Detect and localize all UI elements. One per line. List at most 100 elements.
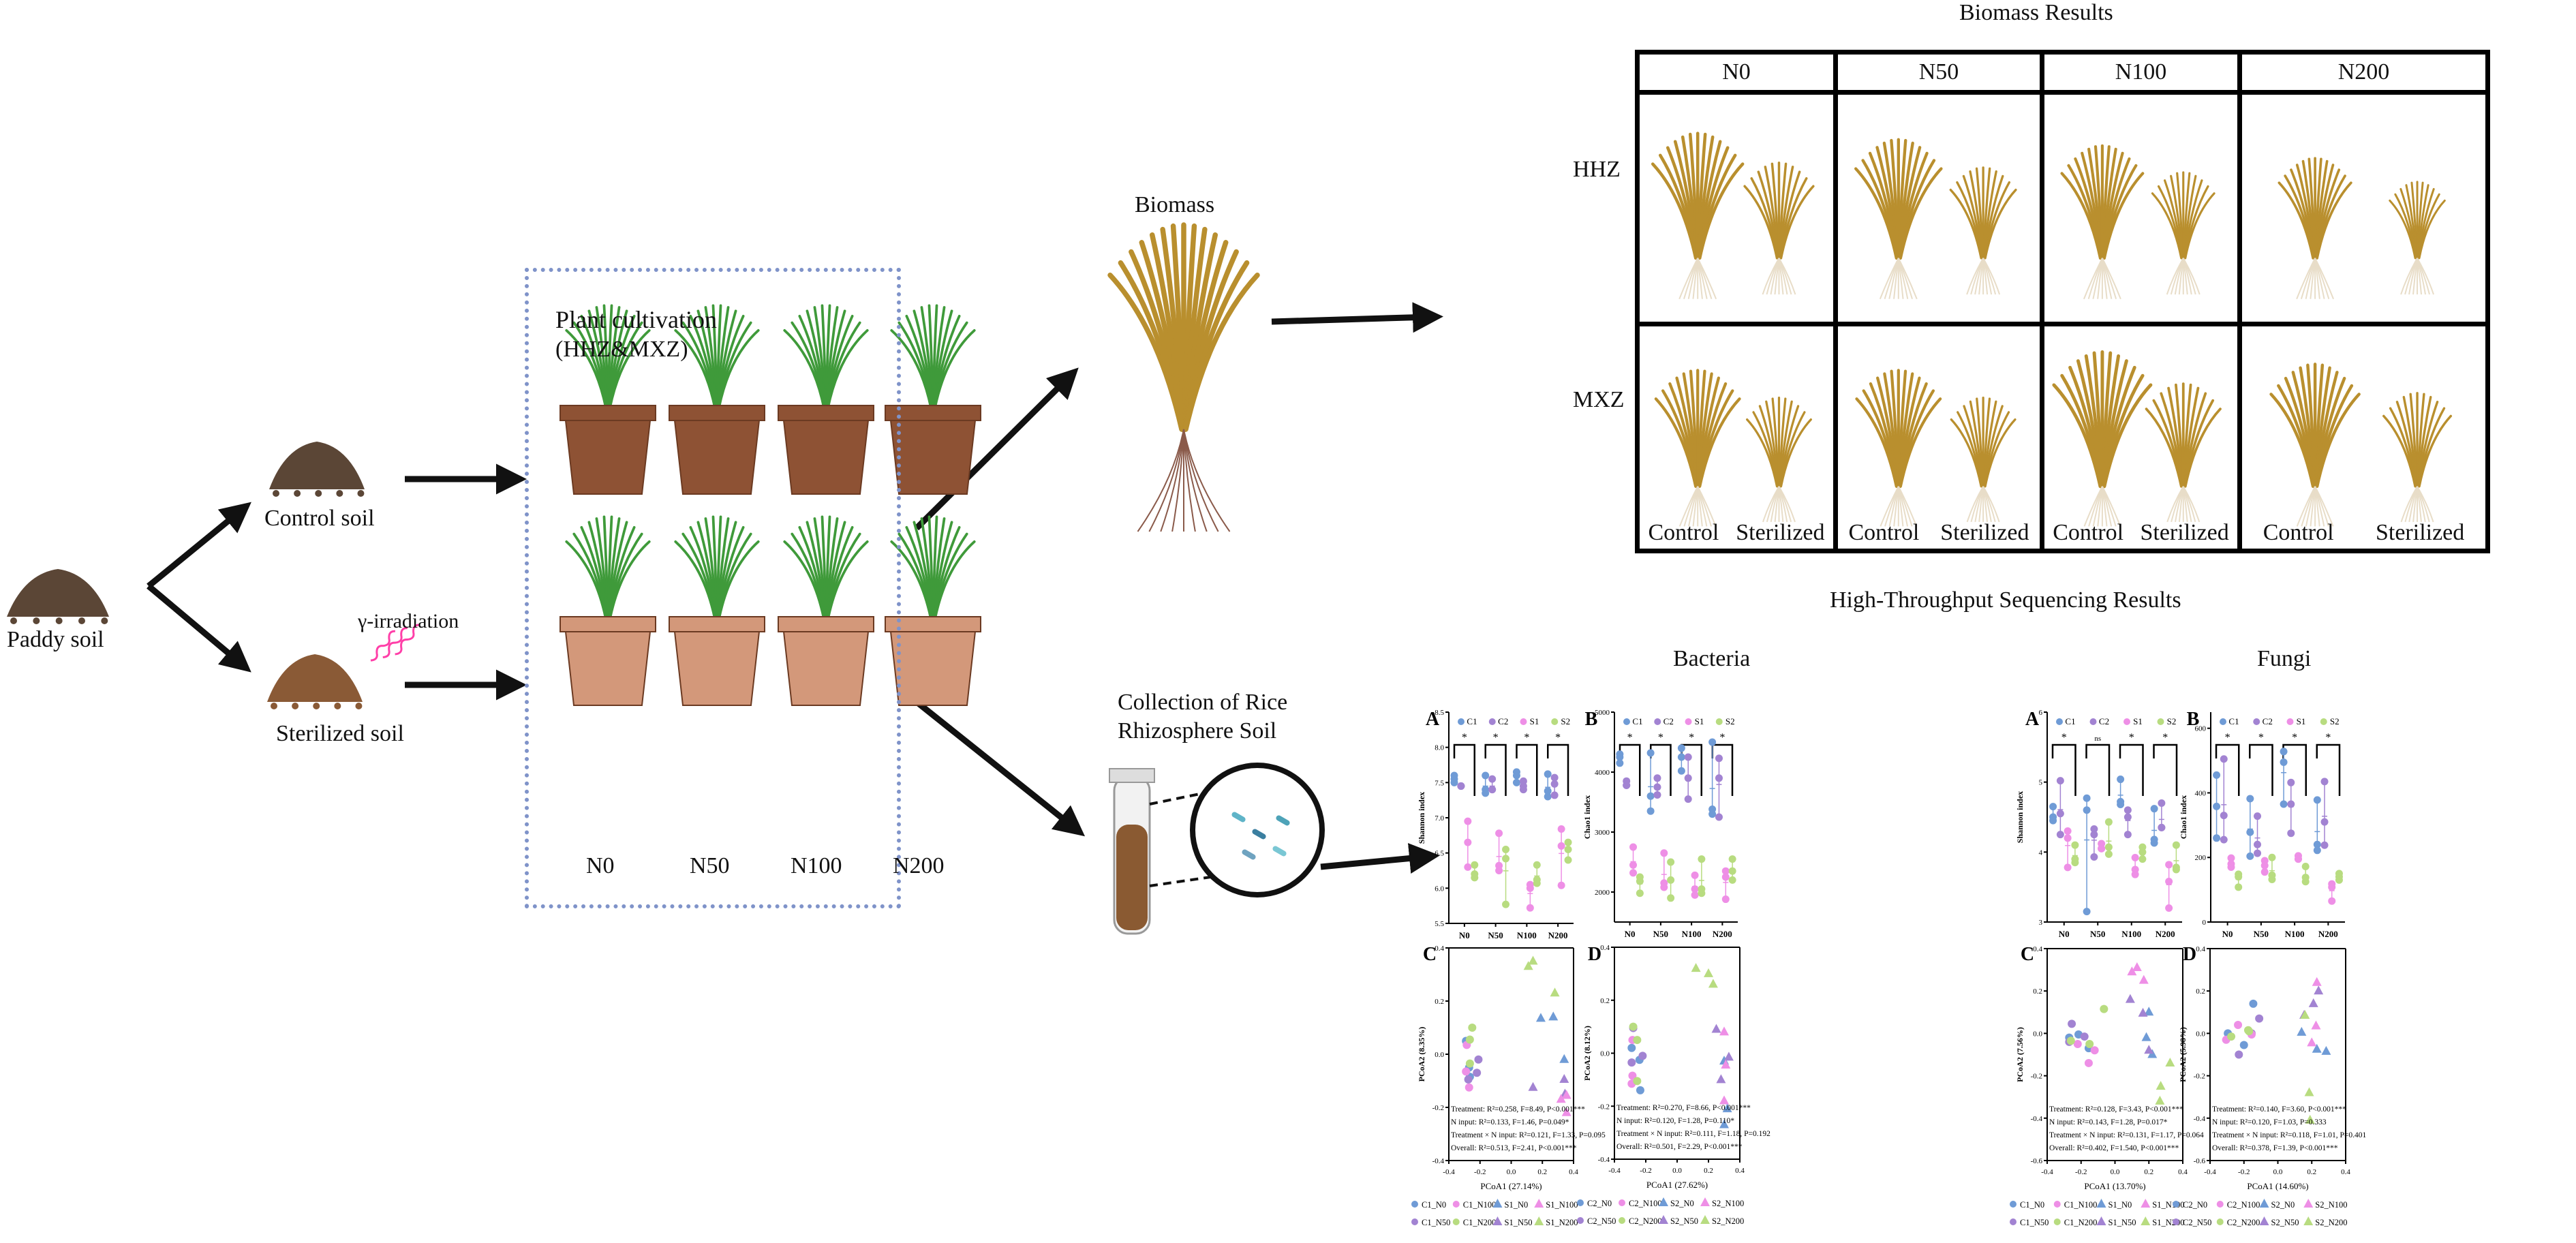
collection-label-line1: Collection of Rice: [1118, 690, 1288, 715]
significance-bracket: [1711, 743, 1734, 796]
data-point-S2_N100: [2311, 1020, 2321, 1030]
sequencing-title: High-Throughput Sequencing Results: [1830, 587, 2181, 613]
data-point: [1691, 871, 1699, 879]
data-point-S2_N0: [1722, 1103, 1732, 1113]
data-point: [1557, 825, 1565, 833]
plant-icon: [783, 515, 869, 620]
y-tick-label: 8.5: [1435, 709, 1444, 717]
legend-label: S2_N100: [2315, 1200, 2347, 1210]
legend-label: S2_N100: [1712, 1199, 1744, 1208]
soil-crumb: [334, 703, 341, 709]
table-header-row: N0 N50 N100 N200: [1635, 50, 2490, 95]
legend-marker: [1659, 1215, 1668, 1224]
root: [2102, 258, 2121, 300]
control-caption: Control: [2053, 520, 2124, 545]
root: [2314, 486, 2334, 527]
y-tick-label: -0.4: [2194, 1115, 2206, 1123]
irradiation-label: γ-irradiation: [358, 610, 459, 632]
y-axis-label: Chao1 index: [1582, 795, 1592, 839]
data-point: [2235, 883, 2243, 891]
x-tick-label: 0.2: [1537, 1168, 1547, 1176]
data-point: [2138, 848, 2147, 856]
data-point: [2165, 877, 2173, 885]
legend-marker: [1577, 1199, 1584, 1206]
data-point-S2_N100: [1719, 1026, 1729, 1036]
soil-crumb: [101, 617, 108, 624]
legend-label: S1_N100: [2152, 1200, 2184, 1210]
data-point-C1_N200: [2100, 1004, 2109, 1013]
data-point-S1_N100: [2132, 962, 2142, 971]
legend-marker: [2056, 718, 2063, 725]
significance-bracket: [2316, 743, 2341, 796]
legend-label: S1: [2297, 716, 2306, 726]
legend-label: C1_N200: [1463, 1218, 1497, 1227]
legend-label: C1_N50: [2020, 1218, 2049, 1227]
data-point: [2220, 812, 2228, 820]
data-point: [1677, 767, 1685, 775]
row-label-hhz: HHZ: [1573, 157, 1621, 182]
data-point: [1728, 855, 1736, 863]
y-tick-label: 0.4: [2196, 945, 2205, 953]
legend-label: S1_N100: [1546, 1200, 1578, 1210]
x-tick-label: 0.0: [1672, 1167, 1682, 1175]
y-tick-label: 0: [2203, 919, 2207, 927]
x-tick-label: N200: [1713, 929, 1732, 939]
legend-label: S1_N50: [1505, 1218, 1533, 1227]
root: [1897, 486, 1918, 527]
table-row-hhz: [1635, 90, 2490, 326]
data-point: [2064, 827, 2072, 835]
rice-plants-image: [1855, 369, 2017, 527]
y-tick-label: 7.5: [1435, 779, 1444, 787]
arrow: [147, 502, 251, 589]
significance-bracket: [2153, 743, 2178, 796]
data-point-C1_N100: [1465, 1083, 1473, 1092]
soil-crumb: [78, 617, 85, 624]
data-point: [2227, 854, 2235, 862]
data-point: [1564, 846, 1572, 853]
pot-label-n0: N0: [586, 853, 615, 878]
legend-label: C2_N0: [1587, 1199, 1612, 1208]
column-header: N100: [2040, 50, 2242, 95]
data-point: [2049, 803, 2057, 811]
control-soil-label: Control soil: [264, 506, 375, 531]
data-point-C1_N200: [1465, 1035, 1474, 1044]
data-point-S1_N50: [1528, 1081, 1538, 1091]
x-tick-label: N50: [1653, 929, 1668, 939]
pot-label-n50: N50: [690, 853, 730, 878]
data-point: [1715, 774, 1723, 782]
legend-marker: [1411, 1201, 1418, 1208]
data-point: [2254, 849, 2262, 857]
rice-plants-image: [2278, 157, 2446, 300]
data-point: [2104, 818, 2113, 826]
data-point: [1653, 783, 1661, 791]
legend-label: C2: [2263, 716, 2273, 726]
significance-label: *: [2225, 732, 2230, 743]
fungi-heading: Fungi: [2257, 646, 2312, 671]
data-point: [2301, 878, 2310, 886]
data-point: [1616, 759, 1624, 767]
root: [2314, 258, 2335, 300]
data-point: [1502, 846, 1510, 853]
leaf: [2183, 408, 2222, 488]
data-point-S1_N0: [2141, 1032, 2151, 1041]
data-point: [1667, 894, 1675, 902]
data-point: [2056, 777, 2064, 785]
legend-label: C1: [1632, 716, 1642, 726]
data-point-C1_N200: [2066, 1037, 2075, 1045]
legend-label: S1: [2133, 716, 2143, 726]
leaf: [2418, 414, 2453, 488]
significance-label: *: [2325, 732, 2331, 743]
data-point-C1_N200: [1465, 1059, 1474, 1068]
stats-line: Overall: R²=0.501, F=2.29, P<0.001***: [1616, 1143, 1743, 1151]
x-axis-label: PCoA1 (14.60%): [2247, 1181, 2308, 1191]
legend-marker: [1623, 718, 1630, 725]
data-point: [2090, 853, 2098, 861]
legend-marker: [2053, 1201, 2061, 1208]
cultivation-subtitle: (HHZ&MXZ): [555, 337, 688, 362]
data-point: [1495, 867, 1503, 874]
root: [1778, 486, 1796, 523]
data-point-S1_N50: [2138, 1007, 2148, 1017]
data-point-S2_N200: [1704, 968, 1713, 977]
y-tick-label: -0.2: [2031, 1073, 2042, 1081]
